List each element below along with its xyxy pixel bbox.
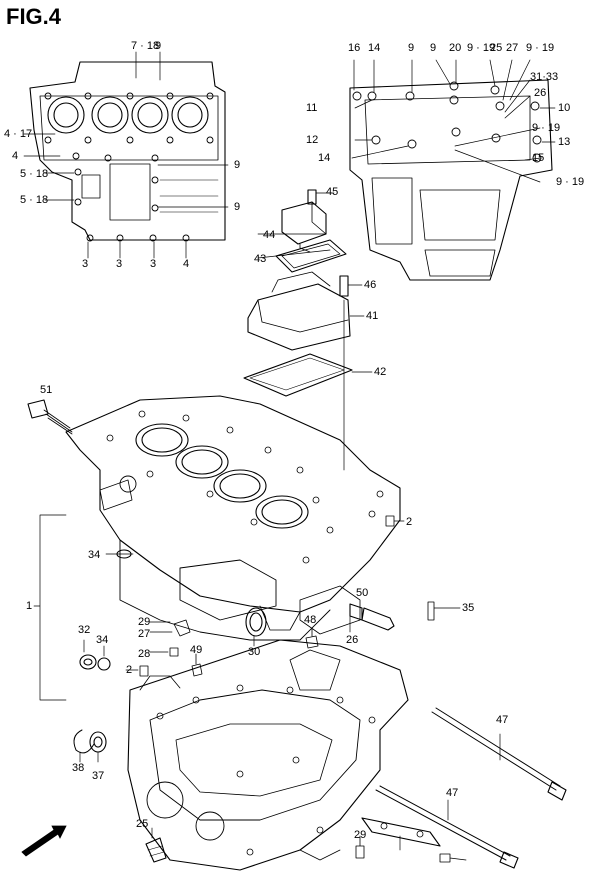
callout-label: 50 [356, 587, 369, 599]
crankcase-bottom-view-inset [349, 59, 556, 281]
callout-label: 26 [534, 87, 547, 99]
callout-label: 30 [248, 646, 261, 658]
callout-label: 9 [234, 159, 241, 171]
callout-label: 25 [490, 42, 503, 54]
callout-label: 48 [304, 614, 317, 626]
callout-label: 32 [78, 624, 91, 636]
callout-label: 15 [532, 152, 545, 164]
upper-crankcase [65, 395, 401, 641]
forward-arrow-icon [21, 825, 67, 857]
callout-label: 4 [183, 258, 190, 270]
callout-label: 10 [558, 102, 571, 114]
callout-label: 47 [496, 714, 509, 726]
callout-label: 14 [318, 152, 331, 164]
small-parts [27, 399, 567, 869]
callout-label: 51 [40, 384, 53, 396]
callout-label: 12 [306, 134, 319, 146]
callout-label: 27 [506, 42, 519, 54]
lower-crankcase [127, 639, 409, 871]
callout-label: 25 [136, 818, 149, 830]
callout-label: 9 [430, 42, 437, 54]
callout-label: 9 · 19 [526, 42, 555, 54]
callout-label: 49 [190, 644, 203, 656]
callout-label: 11 [306, 102, 318, 114]
callout-label: 29 [354, 829, 367, 841]
callout-label: 37 [92, 770, 105, 782]
callout-label: 3 [150, 258, 157, 270]
callout-label: 35 [462, 602, 475, 614]
callout-label: 9 · 19 [556, 176, 585, 188]
callout-label: 26 [346, 634, 359, 646]
callout-label: 47 [446, 787, 459, 799]
callout-label: 31·33 [530, 71, 559, 83]
callout-label: 3 [116, 258, 123, 270]
oil-control-valve-assembly [243, 189, 373, 471]
callout-label: 9 [408, 42, 415, 54]
callout-label: 4 [12, 150, 19, 162]
callout-label: 9 · 19 [467, 42, 496, 54]
callout-label: 9 [155, 40, 162, 52]
callout-label: 9 [234, 201, 241, 213]
callout-label: 2 [126, 664, 133, 676]
callout-label: 28 [138, 648, 151, 660]
callout-label: 46 [364, 279, 377, 291]
crankcase-top-view-inset [23, 51, 229, 259]
callout-label: 43 [254, 253, 267, 265]
callout-label: 27 [138, 628, 151, 640]
callout-label: 29 [138, 616, 151, 628]
callout-label: 45 [326, 186, 339, 198]
callout-label: 5 · 18 [20, 168, 49, 180]
callout-label: 7 · 18 [131, 40, 160, 52]
callout-label: 38 [72, 762, 85, 774]
figure-title: FIG.4 [6, 4, 62, 29]
callout-label: 1 [26, 600, 33, 612]
callout-label: 3 [82, 258, 89, 270]
callout-label: 5 · 18 [20, 194, 49, 206]
callout-label: 44 [263, 229, 276, 241]
callout-label: 34 [88, 549, 101, 561]
callout-label: 9 · 19 [532, 122, 561, 134]
callout-label: 16 [348, 42, 361, 54]
callout-label: 20 [449, 42, 462, 54]
callout-label: 13 [558, 136, 571, 148]
callout-label: 42 [374, 366, 387, 378]
callout-label: 2 [406, 516, 413, 528]
callout-label: 4 · 17 [4, 128, 33, 140]
callout-label: 41 [366, 310, 379, 322]
callout-label: 14 [368, 42, 381, 54]
callout-label: 34 [96, 634, 109, 646]
